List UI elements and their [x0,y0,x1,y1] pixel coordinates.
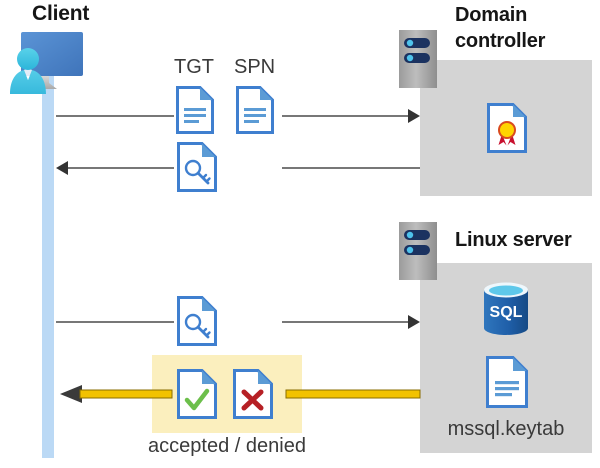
client-lifeline [42,60,54,458]
server-rack-icon-domain-controller [399,30,437,88]
sql-database-icon: SQL [481,281,531,337]
accepted-document-icon [177,369,217,419]
flow-linux-to-client-result [58,383,421,405]
result-status-label: accepted / denied [148,435,306,457]
denied-document-icon [233,369,273,419]
domain-controller-title-line1: Domain [455,4,528,26]
text-document-icon-keytab [486,356,528,408]
domain-controller-title-line2: controller [455,30,546,52]
page-title-linux-server: Linux server [455,229,572,251]
spn-label: SPN [234,56,276,78]
page-title-domain-controller: Domain controller [455,2,545,54]
certificate-document-icon [487,103,527,153]
tgt-label: TGT [174,56,214,78]
flow-client-to-dc-request [56,106,420,126]
key-document-icon-linux-request [177,296,217,346]
client-workstation-icon [6,28,98,94]
key-document-icon-dc-ticket [177,142,217,192]
ticket-document-icon-spn [236,86,274,134]
server-rack-icon-linux-server [399,222,437,280]
page-title-client: Client [32,2,90,25]
svg-text:SQL: SQL [490,304,523,321]
flow-client-to-linux-request [56,312,420,332]
ticket-document-icon-tgt [176,86,214,134]
keytab-filename-label: mssql.keytab [447,418,565,440]
flow-dc-to-client-ticket [56,158,420,178]
